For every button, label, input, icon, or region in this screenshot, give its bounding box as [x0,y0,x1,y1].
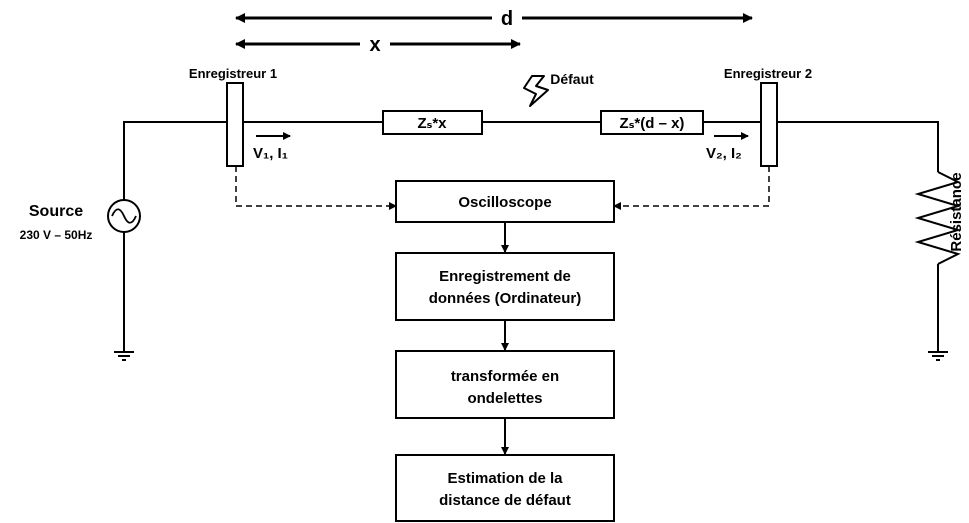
resistance-label: Résistance [948,172,965,251]
impedance-right-label: Zₛ*(d – x) [620,115,685,132]
v1-i1-label: V₁, I₁ [253,145,288,162]
resistor-icon [914,171,962,265]
recorder-1 [226,82,244,167]
source-rating: 230 V – 50Hz [20,228,93,242]
fault-indicator: Défaut [523,71,594,107]
wavelet-block [395,350,615,419]
impedance-right [600,110,704,135]
load-resistance: Résistance [914,171,965,352]
data-recording-line-2: données (Ordinateur) [429,290,582,307]
transmission-line [123,121,939,220]
recorder-2 [760,82,778,167]
fault-label: Défaut [550,71,594,87]
lightning-bolt-icon [523,75,549,107]
wavelet-line-1: transformée en [451,368,559,385]
oscilloscope-label: Oscilloscope [458,194,551,211]
ac-source: Source 230 V – 50Hz [20,199,141,352]
measurement-v1-i1: V₁, I₁ [253,132,291,162]
v2-i2-label: V₂, I₂ [706,145,742,162]
recorder-2-label: Enregistreur 2 [724,66,812,81]
wavelet-line-2: ondelettes [467,390,542,407]
distance-d-arrow: d [235,8,753,30]
ground-left-icon [114,351,134,361]
estimation-block [395,454,615,522]
processing-flow: Oscilloscope Enregistrement de données (… [395,180,615,522]
distance-x-label: x [369,34,380,56]
ground-right-icon [928,351,948,361]
data-recording-block [395,252,615,321]
data-recording-line-1: Enregistrement de [439,268,571,285]
impedance-left [382,110,483,135]
distance-d-label: d [501,8,513,30]
signal-links [235,166,770,210]
recorder-1-label: Enregistreur 1 [189,66,277,81]
measurement-v2-i2: V₂, I₂ [706,132,749,162]
estimation-line-2: distance de défaut [439,492,571,509]
impedance-left-label: Zₛ*x [417,115,447,132]
source-label: Source [29,203,83,220]
distance-x-arrow: x [235,34,521,56]
estimation-line-1: Estimation de la [447,470,563,487]
